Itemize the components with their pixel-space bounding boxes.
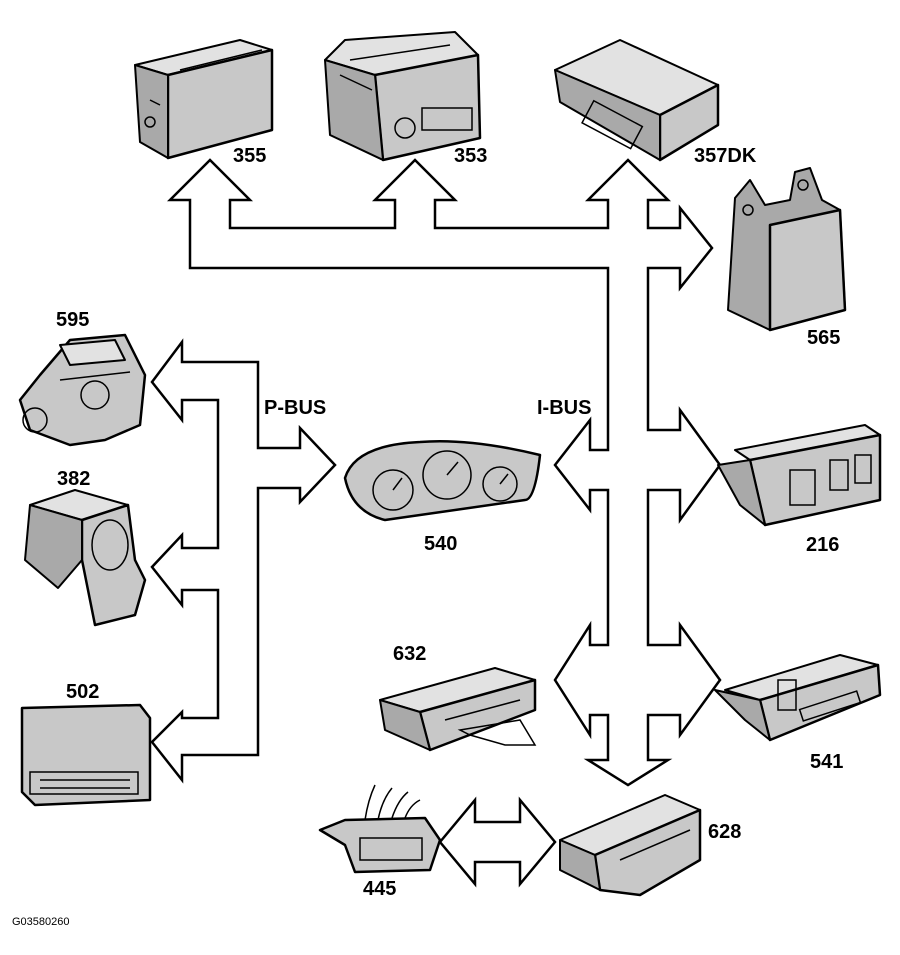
label-502: 502 <box>66 681 99 703</box>
diagnostic-link-arrow <box>438 796 557 888</box>
p-bus-network <box>150 338 337 784</box>
p-bus-label: P-BUS <box>264 397 326 419</box>
instrument-cluster-540 <box>343 440 542 522</box>
label-595: 595 <box>56 309 89 331</box>
fuel-injection-pump-595 <box>18 333 147 447</box>
label-540: 540 <box>424 533 457 555</box>
climate-control-panel-216 <box>717 424 882 527</box>
control-module-357dk <box>554 39 720 162</box>
i-bus-top-network <box>166 158 722 787</box>
label-382: 382 <box>57 468 90 490</box>
label-353: 353 <box>454 145 487 167</box>
label-357dk: 357DK <box>694 145 757 167</box>
label-355: 355 <box>233 145 266 167</box>
label-632: 632 <box>393 643 426 665</box>
information-display-541 <box>714 654 882 742</box>
label-445: 445 <box>363 878 396 900</box>
label-565: 565 <box>807 327 840 349</box>
control-module-628 <box>559 794 702 897</box>
label-541: 541 <box>810 751 843 773</box>
i-bus-label: I-BUS <box>537 397 591 419</box>
radio-353 <box>324 31 482 162</box>
engine-control-module-502 <box>20 703 152 807</box>
abs-modulator-382 <box>24 489 147 627</box>
cd-changer-355 <box>134 39 274 160</box>
label-628: 628 <box>708 821 741 843</box>
control-module-565 <box>727 167 847 332</box>
control-module-632 <box>379 667 537 752</box>
figure-reference: G03580260 <box>12 916 70 928</box>
diagnostic-connector-445 <box>318 784 442 874</box>
label-216: 216 <box>806 534 839 556</box>
